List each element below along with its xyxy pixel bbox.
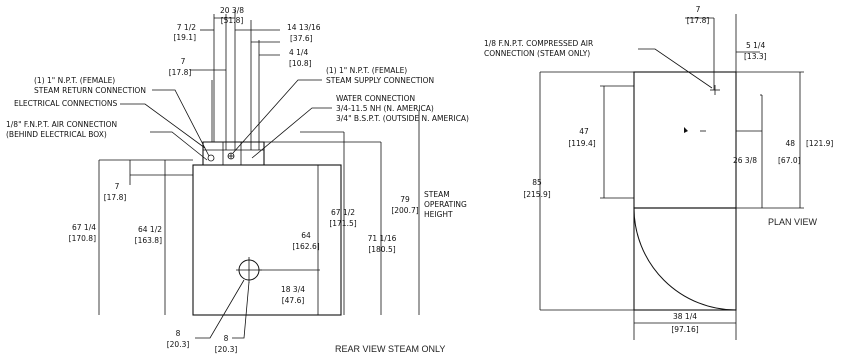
steam-return-label-1: (1) 1" N.P.T. (FEMALE)	[34, 76, 115, 85]
compressed-air-label-2: CONNECTION (STEAM ONLY)	[484, 49, 590, 58]
plan-dim-38-1-4-mm: [97.16]	[671, 325, 698, 334]
plan-dim-47-mm: [119.4]	[568, 139, 595, 148]
steam-height-2: OPERATING	[424, 200, 467, 209]
dim-14-13-16-mm: [37.6]	[290, 34, 313, 43]
dim-64: 64	[301, 231, 311, 240]
plan-dim-38-1-4: 38 1/4	[673, 312, 697, 321]
plan-dim-48: 48	[785, 139, 795, 148]
plan-dim-48-mm: [121.9]	[806, 139, 833, 148]
plan-dim-26-3-8: 26 3/8	[733, 156, 757, 165]
plan-dim-85: 85	[532, 178, 542, 187]
dim-71-1-16: 71 1/16	[368, 234, 397, 243]
dim-18-3-4: 18 3/4	[281, 285, 305, 294]
connection-box	[202, 141, 265, 165]
dim-71-1-16-mm: [180.5]	[368, 245, 395, 254]
dim-4-1-4-mm: [10.8]	[289, 59, 312, 68]
dim-7-top-mm: [17.8]	[169, 68, 192, 77]
dim-7-top: 7	[181, 57, 186, 66]
steam-height-3: HEIGHT	[424, 210, 453, 219]
water-label-2: 3/4-11.5 NH (N. AMERICA)	[336, 104, 434, 113]
plan-dim-7-mm: [17.8]	[687, 16, 710, 25]
air-connection-label-1: 1/8" F.N.P.T. AIR CONNECTION	[6, 120, 117, 129]
steam-height-1: STEAM	[424, 190, 450, 199]
dim-79-mm: [200.7]	[391, 206, 418, 215]
dim-8-left-mm: [20.3]	[167, 340, 190, 349]
dim-64-1-2-mm: [163.8]	[135, 236, 162, 245]
dim-8-right: 8	[224, 334, 229, 343]
plan-view-caption: PLAN VIEW	[768, 217, 818, 227]
rear-view: 20 3/8 [51.8] 7 1/2 [19.1] 14 13/16 [37.…	[6, 6, 469, 354]
electrical-label: ELECTRICAL CONNECTIONS	[14, 99, 117, 108]
dim-7-1-2-mm: [19.1]	[173, 33, 196, 42]
dim-20-3-8: 20 3/8	[220, 6, 244, 15]
rear-cabinet	[192, 164, 342, 316]
dim-7-side-mm: [17.8]	[104, 193, 127, 202]
plan-dim-5-1-4-mm: [13.3]	[744, 52, 767, 61]
plan-dim-26-3-8-mm: [67.0]	[778, 156, 801, 165]
plan-dim-85-mm: [215.9]	[523, 190, 550, 199]
dim-7-side: 7	[115, 182, 120, 191]
dim-18-3-4-mm: [47.6]	[282, 296, 305, 305]
steam-return-fitting	[207, 154, 215, 162]
dim-67-1-2: 67 1/2	[331, 208, 355, 217]
dim-20-3-8-mm: [51.8]	[221, 16, 244, 25]
door-swing-arc	[633, 207, 737, 311]
door-swing-area	[633, 207, 737, 311]
rear-view-caption: REAR VIEW STEAM ONLY	[335, 344, 445, 354]
dim-8-right-mm: [20.3]	[215, 345, 238, 354]
plan-view: 1/8 F.N.P.T. COMPRESSED AIR CONNECTION (…	[484, 5, 833, 340]
compressed-air-label-1: 1/8 F.N.P.T. COMPRESSED AIR	[484, 39, 593, 48]
steam-supply-label-2: STEAM SUPPLY CONNECTION	[326, 76, 434, 85]
dim-67-1-4: 67 1/4	[72, 223, 96, 232]
water-label-3: 3/4" B.S.P.T. (OUTSIDE N. AMERICA)	[336, 114, 469, 123]
dim-79: 79	[400, 195, 410, 204]
steam-return-label-2: STEAM RETURN CONNECTION	[34, 86, 146, 95]
plan-dim-7: 7	[696, 5, 701, 14]
dim-67-1-4-mm: [170.8]	[69, 234, 96, 243]
dim-64-1-2: 64 1/2	[138, 225, 162, 234]
plan-unit-body	[633, 71, 737, 209]
dim-67-1-2-mm: [171.5]	[329, 219, 356, 228]
water-label-1: WATER CONNECTION	[336, 94, 415, 103]
dim-64-mm: [162.6]	[292, 242, 319, 251]
dim-8-left: 8	[176, 329, 181, 338]
steam-supply-label-1: (1) 1" N.P.T. (FEMALE)	[326, 66, 407, 75]
dim-7-1-2: 7 1/2	[177, 23, 196, 32]
dim-4-1-4: 4 1/4	[289, 48, 308, 57]
plan-dim-47: 47	[579, 127, 589, 136]
dim-14-13-16: 14 13/16	[287, 23, 321, 32]
center-mark	[684, 127, 688, 133]
plan-dim-5-1-4: 5 1/4	[746, 41, 765, 50]
air-connection-label-2: (BEHIND ELECTRICAL BOX)	[6, 130, 107, 139]
